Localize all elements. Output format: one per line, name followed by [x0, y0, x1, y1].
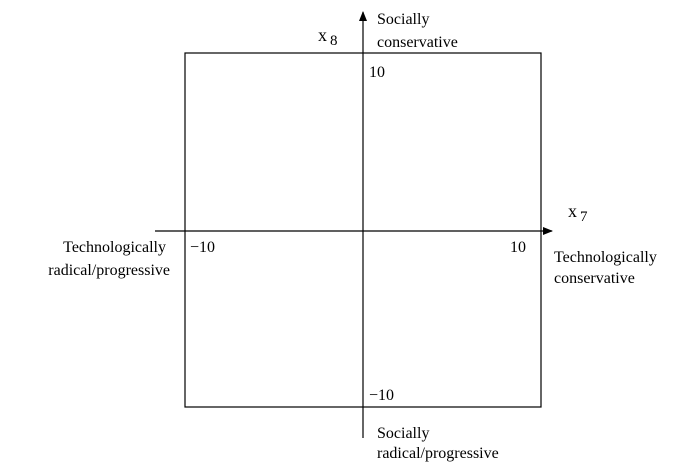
- y-negative-label: Socially radical/progressive: [377, 425, 499, 462]
- x-negative-label: Technologically radical/progressive: [48, 239, 170, 279]
- y-positive-label: Socially conservative: [377, 11, 458, 51]
- x-tick-max: 10: [510, 239, 526, 256]
- x-tick-min: −10: [190, 239, 215, 256]
- x-positive-label: Technologically conservative: [554, 249, 661, 287]
- y-tick-max: 10: [369, 64, 385, 81]
- y-tick-min: −10: [369, 387, 394, 404]
